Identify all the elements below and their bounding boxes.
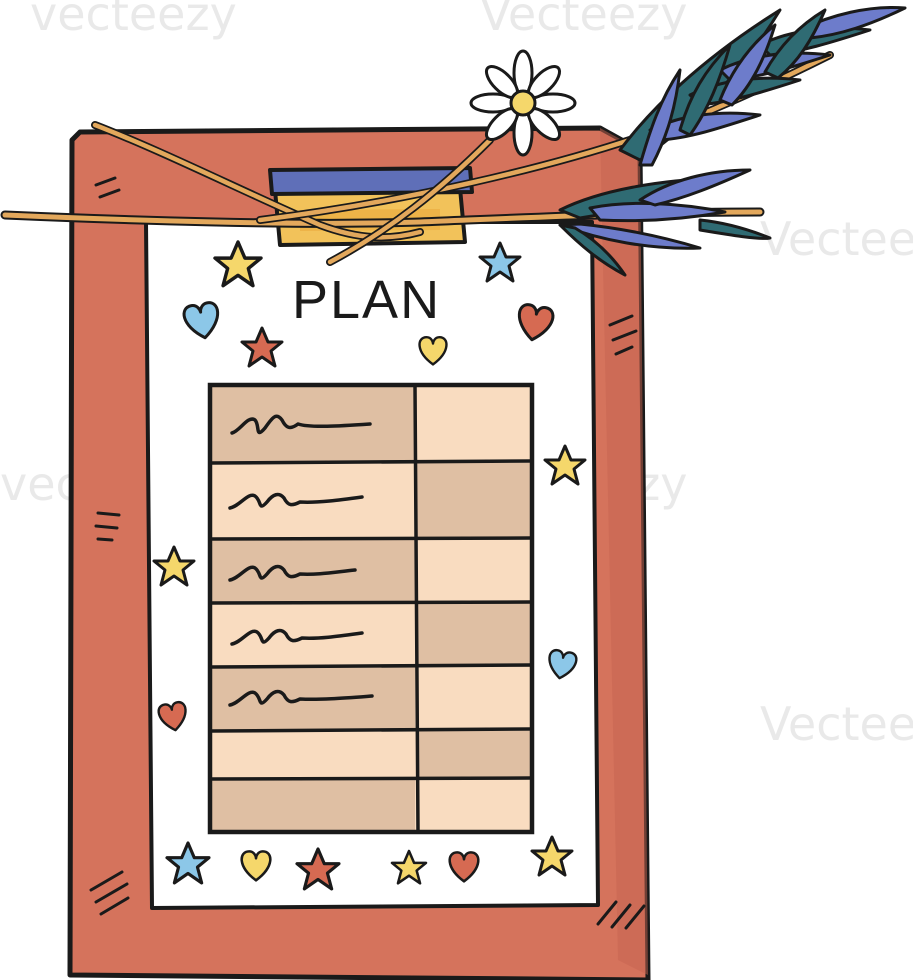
- star-icon: [390, 849, 428, 885]
- handwriting-scribbles: [228, 414, 374, 707]
- star-icon: [152, 545, 196, 587]
- heart-icon: [418, 335, 448, 366]
- scribble-line: [230, 628, 364, 646]
- heart-icon: [240, 850, 272, 882]
- watermark-text: Vecteezy: [760, 212, 913, 266]
- watermark-text: Vecteezy: [760, 697, 913, 751]
- heart-icon: [448, 851, 480, 883]
- table-cell: [417, 731, 530, 779]
- lavender-sprig-icon: [558, 5, 907, 277]
- star-icon: [295, 847, 341, 891]
- scribble-line: [228, 492, 364, 510]
- table-cell: [212, 779, 415, 830]
- table-cell: [417, 387, 530, 463]
- heart-decorations: [157, 301, 578, 883]
- heart-icon: [548, 649, 578, 680]
- watermark-text: vecteezy: [30, 0, 237, 41]
- table-cell: [417, 779, 530, 830]
- heart-icon: [517, 303, 555, 342]
- daisy-flower-icon: [469, 49, 577, 157]
- star-icon: [543, 444, 587, 486]
- heart-icon: [182, 301, 220, 340]
- table-cell: [212, 603, 415, 667]
- scribble-line: [228, 564, 357, 582]
- star-icon: [240, 326, 284, 368]
- table-cell: [417, 667, 530, 731]
- plan-table: [207, 382, 535, 835]
- scribble-line: [228, 689, 374, 707]
- twine-string: [0, 51, 834, 266]
- table-cell: [417, 603, 530, 667]
- star-icon: [213, 240, 263, 288]
- board-hatch-marks: [89, 176, 646, 930]
- table-grid: [209, 384, 533, 833]
- table-cell: [417, 539, 530, 603]
- star-decorations: [152, 240, 587, 891]
- plan-title: PLAN: [292, 270, 441, 330]
- star-icon: [165, 841, 211, 885]
- scribble-line: [230, 414, 372, 435]
- watermark-text: Vecteezy: [480, 0, 688, 41]
- star-icon: [530, 835, 574, 877]
- heart-icon: [157, 701, 187, 732]
- table-cell: [212, 731, 415, 779]
- table-cell: [417, 463, 530, 539]
- star-icon: [478, 241, 522, 283]
